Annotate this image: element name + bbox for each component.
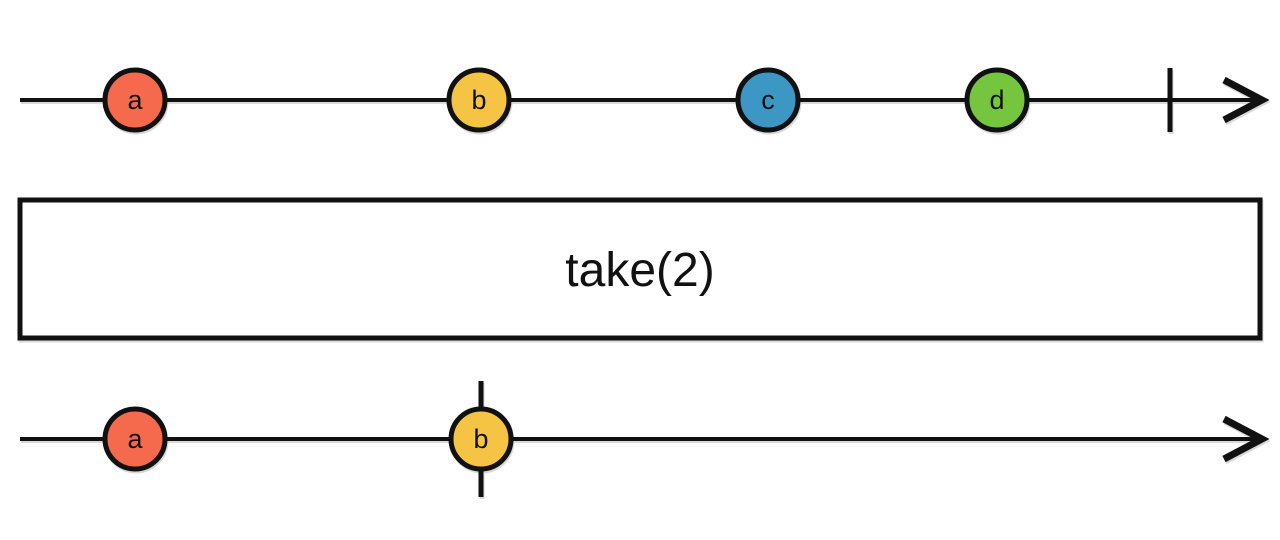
source-marble-label-b: b xyxy=(471,85,486,115)
output-marble-a xyxy=(102,406,168,472)
output-arrowhead-icon xyxy=(1222,415,1270,463)
output-marble-label-b: b xyxy=(473,424,488,454)
source-marble-label-d: d xyxy=(989,85,1004,115)
source-arrowhead-icon xyxy=(1222,76,1270,124)
operator-label: take(2) xyxy=(565,244,714,297)
source-marble-d xyxy=(964,67,1030,133)
source-marble-c xyxy=(735,67,801,133)
operator-box xyxy=(17,197,1263,341)
source-stream: a b c d xyxy=(20,67,1270,133)
source-marble-b xyxy=(446,67,512,133)
output-marble-b xyxy=(448,406,514,472)
source-marble-label-c: c xyxy=(761,85,775,115)
output-marble-label-a: a xyxy=(127,424,143,454)
source-marble-a xyxy=(102,67,168,133)
source-marble-label-a: a xyxy=(127,85,143,115)
